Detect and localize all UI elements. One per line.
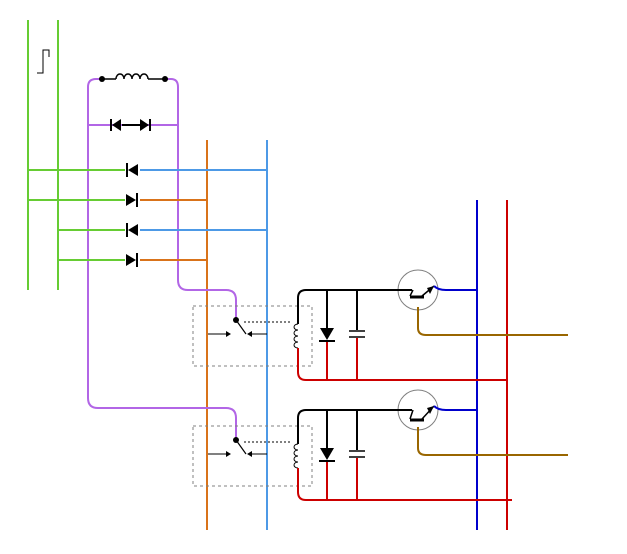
square-pulse-symbol <box>37 49 50 74</box>
diode-row-2 <box>28 193 207 207</box>
transistor-1-emitter <box>433 285 477 291</box>
transistor-1-output <box>417 307 568 336</box>
capacitor-c2 <box>349 450 365 458</box>
relay-1 <box>192 305 313 367</box>
diode-d2 <box>319 448 335 462</box>
relay-1-wiring <box>297 289 507 381</box>
transistor-2 <box>396 389 439 431</box>
diode-row-3 <box>58 223 267 237</box>
relay-2-wiring <box>297 409 512 501</box>
inductor <box>99 73 168 82</box>
relay-2 <box>192 425 313 487</box>
green-rails <box>27 20 59 290</box>
diode-row-1 <box>28 163 267 177</box>
transistor-1 <box>396 269 439 311</box>
transistor-2-emitter <box>433 405 477 411</box>
transistor-2-output <box>417 427 568 456</box>
diode-row-4 <box>58 253 207 267</box>
back-to-back-diodes <box>110 119 151 131</box>
purple-wire-right <box>165 78 237 320</box>
capacitor-c1 <box>349 330 365 338</box>
diode-d1 <box>319 328 335 342</box>
purple-wire-left <box>87 78 237 438</box>
